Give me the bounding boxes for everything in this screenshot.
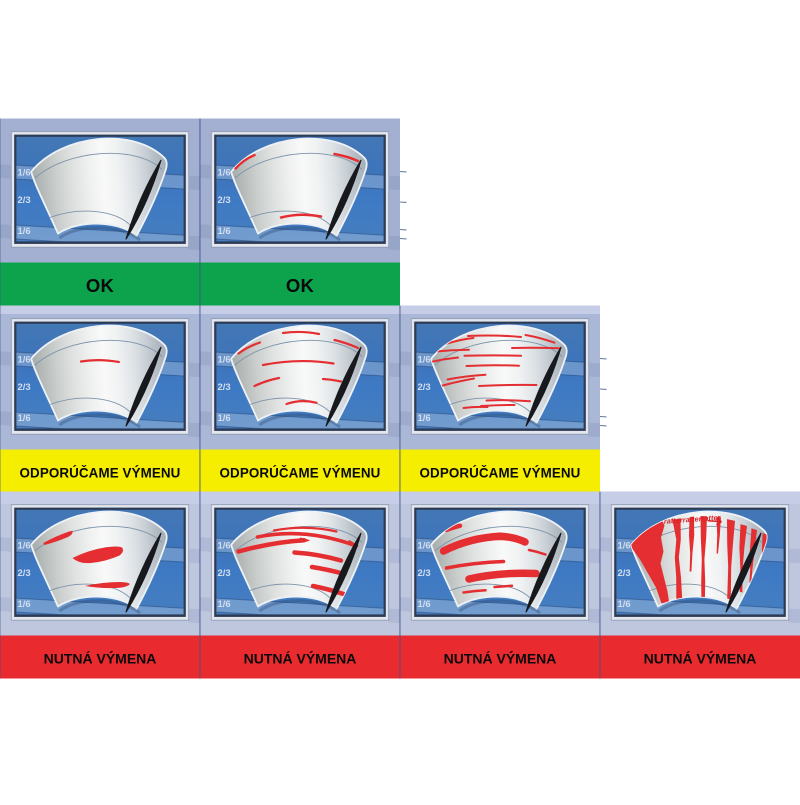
svg-text:ODPORÚČAME VÝMENU: ODPORÚČAME VÝMENU — [420, 466, 581, 481]
svg-text:NUTNÁ VÝMENA: NUTNÁ VÝMENA — [444, 650, 557, 667]
svg-text:OK: OK — [286, 275, 315, 296]
svg-text:OK: OK — [86, 275, 115, 296]
svg-text:NUTNÁ VÝMENA: NUTNÁ VÝMENA — [44, 650, 157, 667]
svg-text:ODPORÚČAME VÝMENU: ODPORÚČAME VÝMENU — [20, 466, 181, 481]
svg-text:NUTNÁ VÝMENA: NUTNÁ VÝMENA — [244, 650, 357, 667]
svg-text:NUTNÁ VÝMENA: NUTNÁ VÝMENA — [644, 650, 757, 667]
svg-text:ODPORÚČAME VÝMENU: ODPORÚČAME VÝMENU — [220, 466, 381, 481]
